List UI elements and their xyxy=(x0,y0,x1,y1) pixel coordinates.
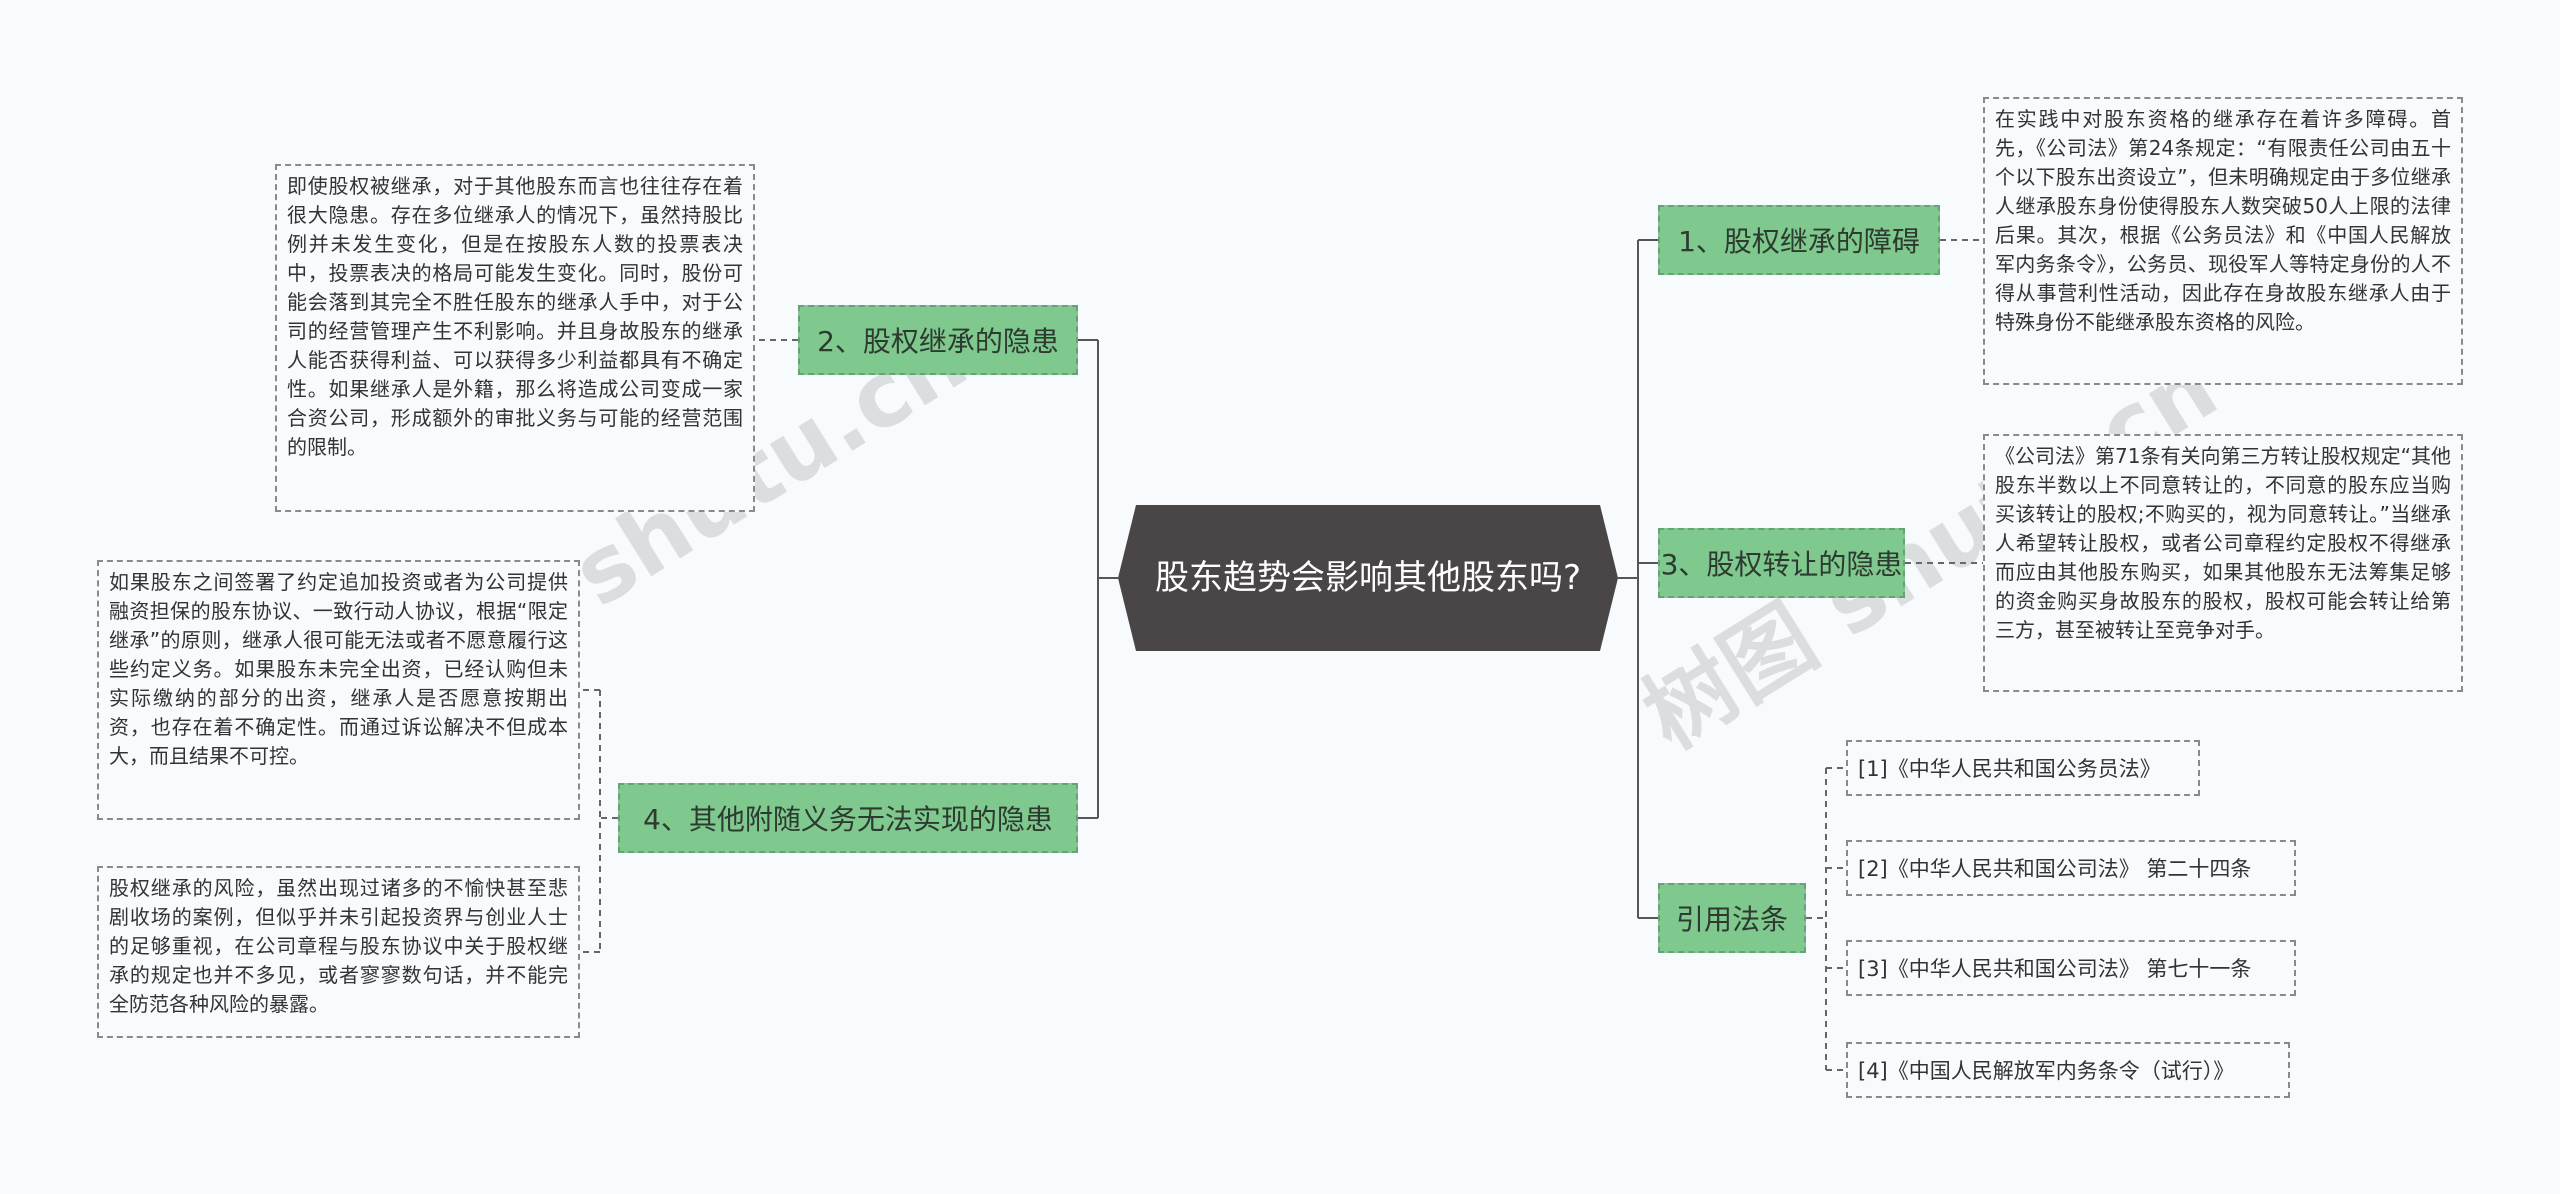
topic-label: 引用法条 xyxy=(1675,903,1788,936)
topic-label: 2、股权继承的隐患 xyxy=(817,325,1059,358)
topic-inheritance-obstacle[interactable]: 1、股权继承的障碍 xyxy=(1658,205,1940,275)
central-topic[interactable]: 股东趋势会影响其他股东吗? xyxy=(1118,505,1618,651)
note-text: 股权继承的风险，虽然出现过诸多的不愉快甚至悲剧收场的案例，但似乎并未引起投资界与… xyxy=(109,876,568,1016)
note-ancillary-obligation-1: 如果股东之间签署了约定追加投资或者为公司提供融资担保的股东协议、一致行动人协议，… xyxy=(97,560,580,820)
note-inheritance-hazard: 即使股权被继承，对于其他股东而言也往往存在着很大隐患。存在多位继承人的情况下，虽… xyxy=(275,164,755,512)
topic-cited-laws[interactable]: 引用法条 xyxy=(1658,883,1806,953)
ref-text: [2]《中华人民共和国公司法》 第二十四条 xyxy=(1858,857,2252,881)
note-ancillary-obligation-2: 股权继承的风险，虽然出现过诸多的不愉快甚至悲剧收场的案例，但似乎并未引起投资界与… xyxy=(97,866,580,1038)
ref-text: [3]《中华人民共和国公司法》 第七十一条 xyxy=(1858,957,2252,981)
topic-label: 4、其他附随义务无法实现的隐患 xyxy=(643,803,1053,836)
note-text: 在实践中对股东资格的继承存在着许多障碍。首先，《公司法》第24条规定：“有限责任… xyxy=(1995,107,2451,334)
topic-inheritance-hazard[interactable]: 2、股权继承的隐患 xyxy=(798,305,1078,375)
connector-center-left xyxy=(1097,340,1118,818)
ref-text: [1]《中华人民共和国公务员法》 xyxy=(1858,757,2161,781)
connector-center-right xyxy=(1618,240,1639,918)
central-topic-label: 股东趋势会影响其他股东吗? xyxy=(1154,558,1582,598)
ref-pla-internal-affairs[interactable]: [4]《中国人民解放军内务条令（试行）》 xyxy=(1846,1042,2290,1098)
note-text: 《公司法》第71条有关向第三方转让股权规定“其他股东半数以上不同意转让的，不同意… xyxy=(1995,444,2451,642)
note-text: 即使股权被继承，对于其他股东而言也往往存在着很大隐患。存在多位继承人的情况下，虽… xyxy=(287,174,743,459)
note-transfer-hazard: 《公司法》第71条有关向第三方转让股权规定“其他股东半数以上不同意转让的，不同意… xyxy=(1983,434,2463,692)
note-inheritance-obstacle: 在实践中对股东资格的继承存在着许多障碍。首先，《公司法》第24条规定：“有限责任… xyxy=(1983,97,2463,385)
note-text: 如果股东之间签署了约定追加投资或者为公司提供融资担保的股东协议、一致行动人协议，… xyxy=(109,570,568,768)
ref-civil-servant-law[interactable]: [1]《中华人民共和国公务员法》 xyxy=(1846,740,2200,796)
ref-text: [4]《中国人民解放军内务条令（试行）》 xyxy=(1858,1059,2235,1083)
topic-transfer-hazard[interactable]: 3、股权转让的隐患 xyxy=(1658,528,1905,598)
ref-company-law-art71[interactable]: [3]《中华人民共和国公司法》 第七十一条 xyxy=(1846,940,2296,996)
topic-label: 3、股权转让的隐患 xyxy=(1660,548,1903,581)
connector-topic4-notes xyxy=(580,689,618,953)
ref-company-law-art24[interactable]: [2]《中华人民共和国公司法》 第二十四条 xyxy=(1846,840,2296,896)
topic-ancillary-obligation-hazard[interactable]: 4、其他附随义务无法实现的隐患 xyxy=(618,783,1078,853)
topic-label: 1、股权继承的障碍 xyxy=(1678,225,1920,258)
connector-refs xyxy=(1806,767,1846,1071)
